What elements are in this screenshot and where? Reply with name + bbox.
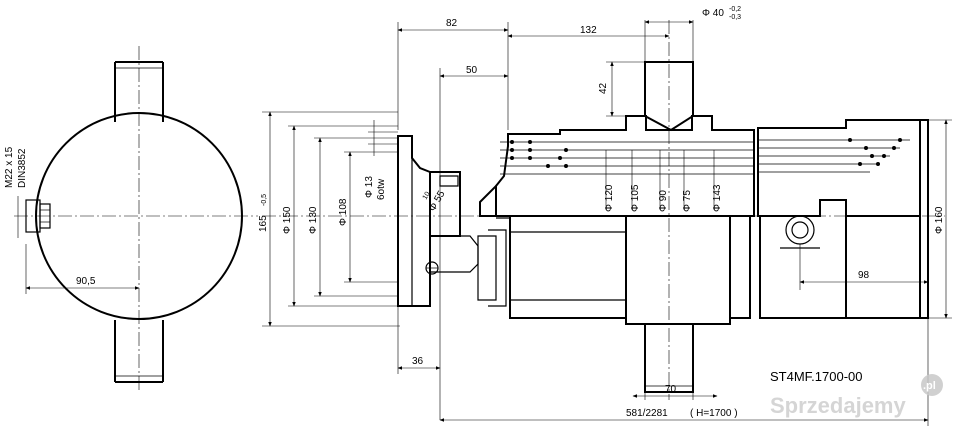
dim-phi-13: Φ 13 bbox=[364, 176, 375, 198]
port-thread-label: M22 x 15 bbox=[4, 146, 15, 188]
dim-phi-130: Φ 130 bbox=[308, 206, 319, 234]
end-view: 90,5 M22 x 15 DIN3852 bbox=[4, 46, 258, 392]
port-standard-label: DIN3852 bbox=[17, 148, 28, 188]
dim-98: 98 bbox=[858, 270, 870, 281]
model-label: ST4MF.1700-00 bbox=[770, 369, 863, 384]
dim-phi-90: Φ 90 bbox=[658, 190, 669, 212]
dim-phi-150: Φ 150 bbox=[282, 206, 293, 234]
watermark-text: Sprzedajemy bbox=[770, 393, 906, 418]
dim-phi-160: Φ 160 bbox=[934, 206, 945, 234]
dim-phi-105: Φ 105 bbox=[630, 184, 641, 212]
dim-10: 10 bbox=[422, 191, 432, 201]
dim-90-5: 90,5 bbox=[76, 276, 96, 287]
dim-165: 165 bbox=[258, 215, 269, 232]
dim-70: 70 bbox=[665, 384, 677, 395]
dim-phi-75: Φ 75 bbox=[682, 190, 693, 212]
dim-82: 82 bbox=[446, 18, 458, 29]
dim-42: 42 bbox=[598, 82, 609, 94]
dim-phi-40-tol-lower: -0,3 bbox=[729, 14, 741, 21]
dim-phi-40-tol-upper: -0,2 bbox=[729, 6, 741, 13]
dim-132: 132 bbox=[580, 25, 597, 36]
dim-phi-143: Φ 143 bbox=[712, 184, 723, 212]
dim-36: 36 bbox=[412, 356, 424, 367]
dim-phi-120: Φ 120 bbox=[604, 184, 615, 212]
watermark: Sprzedajemy .pl bbox=[770, 374, 943, 418]
section-view: 82 132 Φ 40 -0,2 -0,3 50 42 165 -0,5 Φ 1… bbox=[258, 6, 952, 426]
watermark-tld: .pl bbox=[923, 380, 936, 392]
dim-phi-108: Φ 108 bbox=[338, 198, 349, 226]
dim-165-tol: -0,5 bbox=[261, 194, 268, 206]
dim-total: 581/2281 bbox=[626, 408, 668, 419]
dim-50: 50 bbox=[466, 65, 478, 76]
dim-stroke: ( H=1700 ) bbox=[690, 408, 738, 419]
dim-phi-40: Φ 40 bbox=[702, 8, 724, 19]
dim-phi-13-note: 6otw bbox=[376, 178, 387, 200]
